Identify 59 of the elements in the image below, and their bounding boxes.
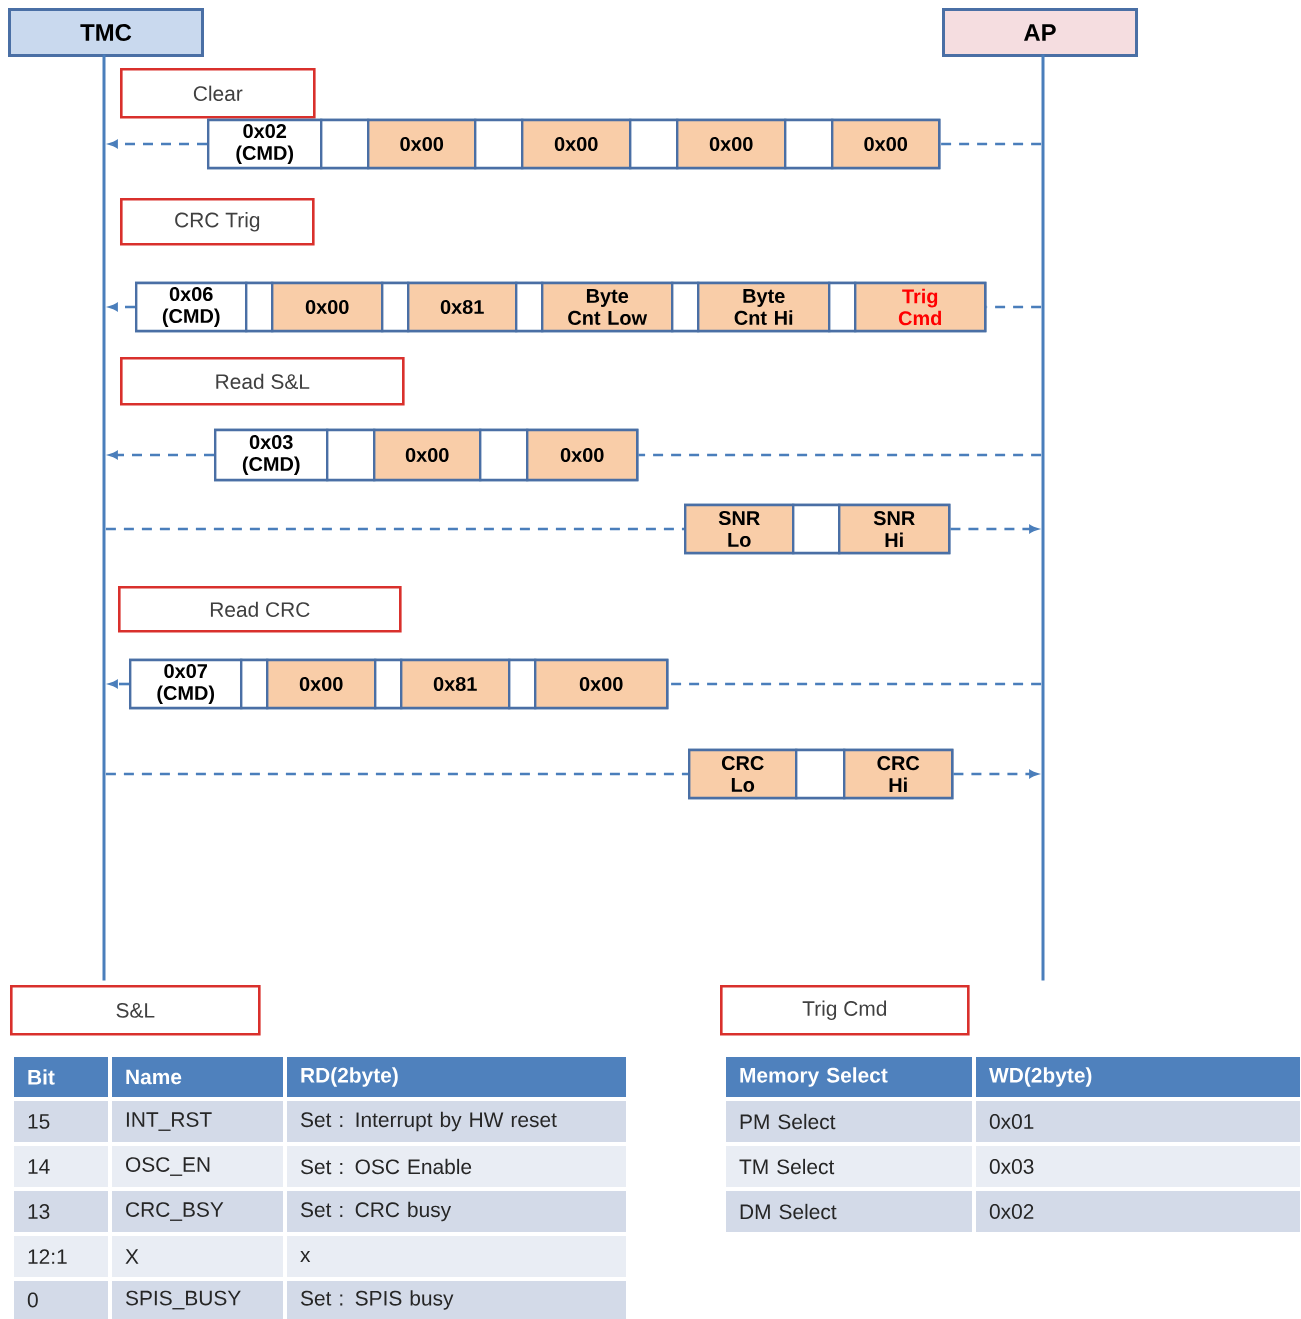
table-cell: 15 bbox=[10, 1097, 112, 1146]
arrow bbox=[109, 303, 135, 311]
step-label-box: S&L bbox=[10, 985, 261, 1036]
table-cell: INT_RST bbox=[108, 1097, 287, 1146]
byte-cell: CRC Hi bbox=[843, 748, 954, 800]
step-label-box: Clear bbox=[120, 68, 316, 119]
table-cell: PM Select bbox=[722, 1097, 976, 1146]
table-cell: CRC_BSY bbox=[108, 1187, 287, 1236]
lifeline bbox=[1041, 54, 1045, 981]
table-cell: 14 bbox=[10, 1142, 112, 1191]
table-cell: 0 bbox=[10, 1277, 112, 1319]
table-cell: 0x01 bbox=[972, 1097, 1301, 1146]
byte-cell: 0x00 bbox=[266, 658, 377, 710]
table-cell: 12:1 bbox=[10, 1232, 112, 1281]
byte-cell: 0x00 bbox=[521, 118, 632, 170]
step-label-box: CRC Trig bbox=[120, 198, 315, 246]
table-header-cell: RD(2byte) bbox=[283, 1053, 630, 1101]
step-label-box: Read S&L bbox=[120, 357, 405, 406]
byte-cell: 0x81 bbox=[407, 281, 518, 333]
table-header-cell: Bit bbox=[10, 1053, 112, 1101]
byte-cell: 0x00 bbox=[831, 118, 941, 170]
byte-cell: Trig Cmd bbox=[854, 281, 987, 333]
arrow bbox=[109, 680, 129, 688]
table-cell: DM Select bbox=[722, 1187, 976, 1236]
step-label-box: Trig Cmd bbox=[720, 985, 970, 1036]
byte-cell: 0x00 bbox=[676, 118, 787, 170]
table-header-cell: Name bbox=[108, 1053, 287, 1101]
byte-cell: 0x00 bbox=[526, 428, 639, 482]
lifeline bbox=[102, 54, 106, 981]
table-cell: OSC_EN bbox=[108, 1142, 287, 1191]
table-cell: 0x02 bbox=[972, 1187, 1301, 1236]
lifeline-head: AP bbox=[942, 8, 1138, 57]
arrow bbox=[953, 770, 1038, 778]
arrow bbox=[109, 140, 207, 148]
byte-cell: 0x00 bbox=[373, 428, 482, 482]
byte-cell: 0x81 bbox=[400, 658, 511, 710]
step-label-box: Read CRC bbox=[118, 586, 402, 633]
table-cell: X bbox=[108, 1232, 287, 1281]
arrow bbox=[109, 451, 214, 459]
byte-cell: 0x00 bbox=[534, 658, 669, 710]
table-cell: Set : CRC busy bbox=[283, 1187, 630, 1236]
lifeline-head: TMC bbox=[8, 8, 204, 57]
table-cell: TM Select bbox=[722, 1142, 976, 1191]
table-cell: SPIS_BUSY bbox=[108, 1277, 287, 1319]
table-header-cell: Memory Select bbox=[722, 1053, 976, 1101]
byte-cell: Byte Cnt Hi bbox=[697, 281, 831, 333]
table-cell: 13 bbox=[10, 1187, 112, 1236]
byte-cell: CRC Lo bbox=[688, 748, 798, 800]
table-cell: x bbox=[283, 1232, 630, 1281]
byte-cell: Byte Cnt Low bbox=[541, 281, 674, 333]
byte-cell: 0x00 bbox=[367, 118, 477, 170]
table-header-cell: WD(2byte) bbox=[972, 1053, 1301, 1101]
byte-cell: 0x00 bbox=[271, 281, 384, 333]
table-cell: Set : OSC Enable bbox=[283, 1142, 630, 1191]
arrow bbox=[950, 525, 1038, 533]
table-cell: 0x03 bbox=[972, 1142, 1301, 1191]
byte-cell: SNR Hi bbox=[838, 503, 951, 555]
byte-cell: SNR Lo bbox=[684, 503, 795, 555]
table-cell: Set : Interrupt by HW reset bbox=[283, 1097, 630, 1146]
